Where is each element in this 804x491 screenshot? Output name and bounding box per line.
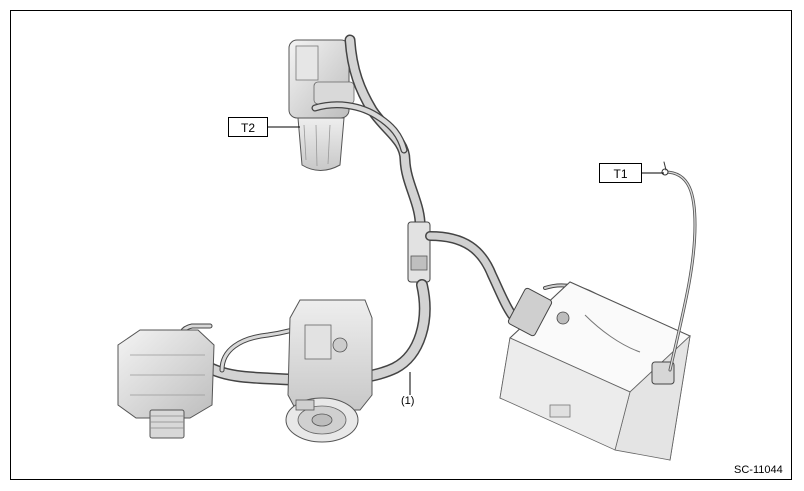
starter-motor: [288, 39, 355, 171]
compressor: [285, 299, 373, 443]
leader-lines: [268, 126, 664, 395]
alternator: [117, 329, 215, 439]
starter-harness: [311, 34, 431, 291]
label-t2: T2: [228, 117, 268, 137]
callout-1: (1): [401, 395, 415, 407]
t1-cable: [661, 161, 697, 372]
figure-id: SC-11044: [734, 464, 783, 476]
label-t1: T1: [599, 163, 642, 183]
battery: [499, 281, 691, 461]
